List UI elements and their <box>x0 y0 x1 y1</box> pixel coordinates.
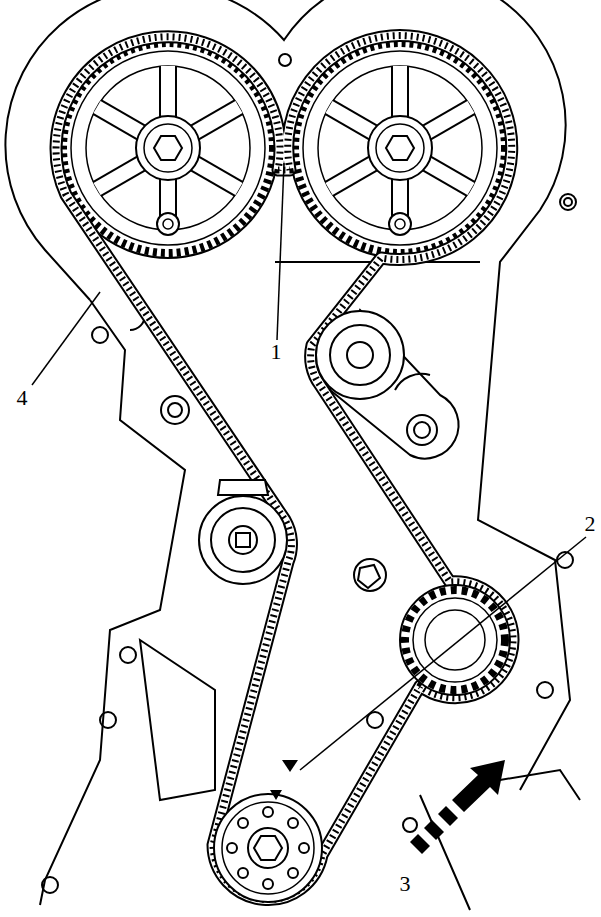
callout-number: 2 <box>583 512 598 536</box>
leader-line <box>32 163 586 770</box>
timing-belt <box>56 36 513 900</box>
water-pump-gear <box>400 585 510 695</box>
callout-number: 4 <box>15 386 30 410</box>
crankshaft-gear <box>214 760 322 902</box>
callout-number: 1 <box>269 340 284 364</box>
stud <box>354 559 386 591</box>
tensioner-pulley <box>316 310 459 459</box>
belt-cover-outline <box>5 0 580 910</box>
callout-number: 3 <box>398 872 413 896</box>
view-arrow <box>410 760 505 854</box>
idler-pulley <box>161 396 287 584</box>
